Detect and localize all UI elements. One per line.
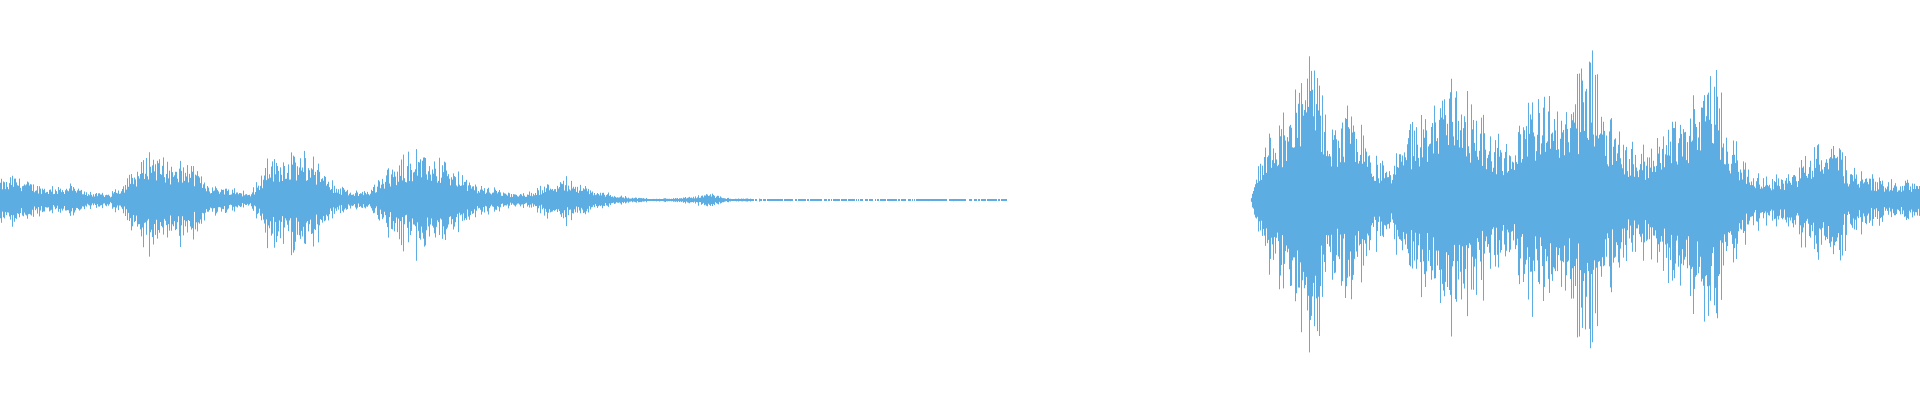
waveform-bars bbox=[0, 50, 1920, 353]
